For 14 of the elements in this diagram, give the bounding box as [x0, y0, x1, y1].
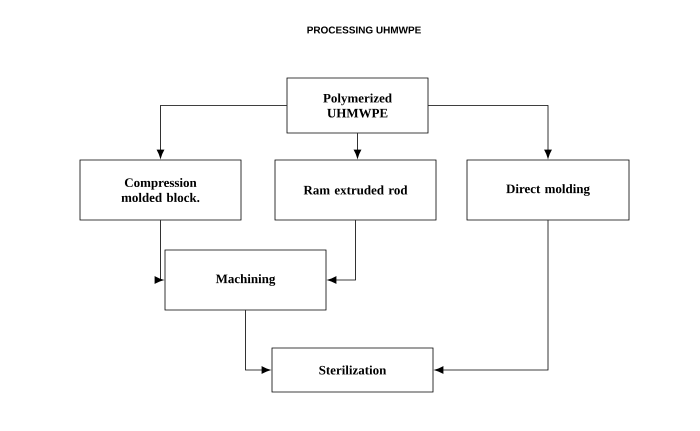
- title: PROCESSING UHMWPE: [307, 26, 421, 34]
- arrow: [328, 220, 356, 284]
- process-box: Machining: [164, 250, 326, 310]
- arrow: [428, 105, 552, 158]
- arrow: [154, 220, 164, 284]
- arrow: [354, 133, 362, 158]
- process-box: Ram extruded rod: [274, 160, 436, 220]
- process-box: Sterilization: [272, 348, 434, 392]
- process-box: Polymerized UHMWPE: [286, 78, 428, 134]
- arrow: [156, 105, 287, 158]
- process-box: Direct molding: [466, 160, 630, 220]
- arrow: [434, 220, 548, 374]
- process-box: Compression molded block.: [80, 160, 242, 220]
- arrow: [245, 310, 270, 374]
